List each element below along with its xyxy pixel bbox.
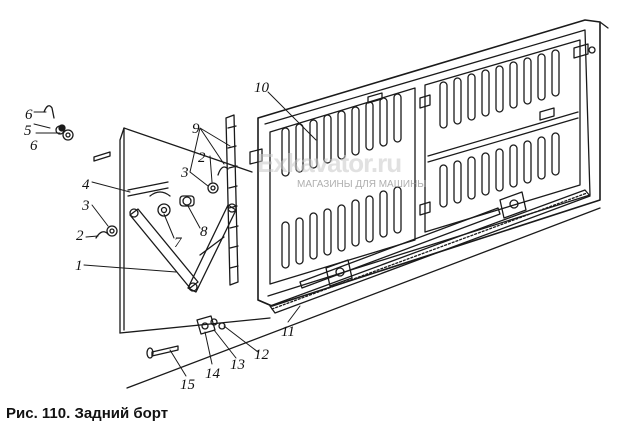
- tailgate-latches: [249, 43, 596, 216]
- right-panel-slots: [439, 49, 560, 208]
- callout-2-right: 2: [198, 150, 206, 166]
- callout-8: 8: [200, 224, 208, 240]
- callout-15: 15: [180, 377, 196, 393]
- callout-6-bottom: 6: [30, 138, 38, 154]
- callout-3-right: 3: [180, 165, 189, 181]
- bottom-rail: [269, 189, 591, 314]
- callout-13: 13: [230, 357, 245, 373]
- figure-caption: Рис. 110. Задний борт: [6, 405, 169, 422]
- callout-10: 10: [254, 80, 270, 96]
- watermark-tagline: МАГАЗИНЫ ДЛЯ МАШИНЫ: [297, 179, 426, 190]
- callout-4: 4: [82, 177, 90, 193]
- side-wall: [93, 127, 601, 389]
- washers-and-cotter-pins: [43, 105, 229, 239]
- callout-14: 14: [205, 366, 221, 382]
- callout-11: 11: [281, 324, 295, 340]
- callout-1: 1: [75, 258, 83, 274]
- pin: [179, 195, 195, 207]
- callout-6-top: 6: [25, 107, 33, 123]
- linkage-arms: [129, 203, 237, 293]
- callout-2-left: 2: [76, 228, 84, 244]
- chain: [225, 114, 239, 286]
- leader-lines: [33, 91, 317, 377]
- watermark-brand: Exkavator.ru: [257, 148, 401, 178]
- callout-5: 5: [24, 123, 32, 139]
- callout-9: 9: [192, 121, 200, 137]
- right-panel: [424, 39, 581, 233]
- bolt-assembly: [127, 181, 171, 217]
- callout-12: 12: [254, 347, 270, 363]
- callout-labels: 6 5 6 4 3 2 1 7 8 9 2 3 10 11 12 13 14 1…: [24, 80, 295, 393]
- callout-7: 7: [174, 235, 183, 251]
- watermark: Exkavator.ru МАГАЗИНЫ ДЛЯ МАШИНЫ: [257, 148, 426, 190]
- lower-bracket-parts: [146, 315, 226, 359]
- callout-3-left: 3: [81, 198, 90, 214]
- tailgate-frame: [257, 19, 609, 307]
